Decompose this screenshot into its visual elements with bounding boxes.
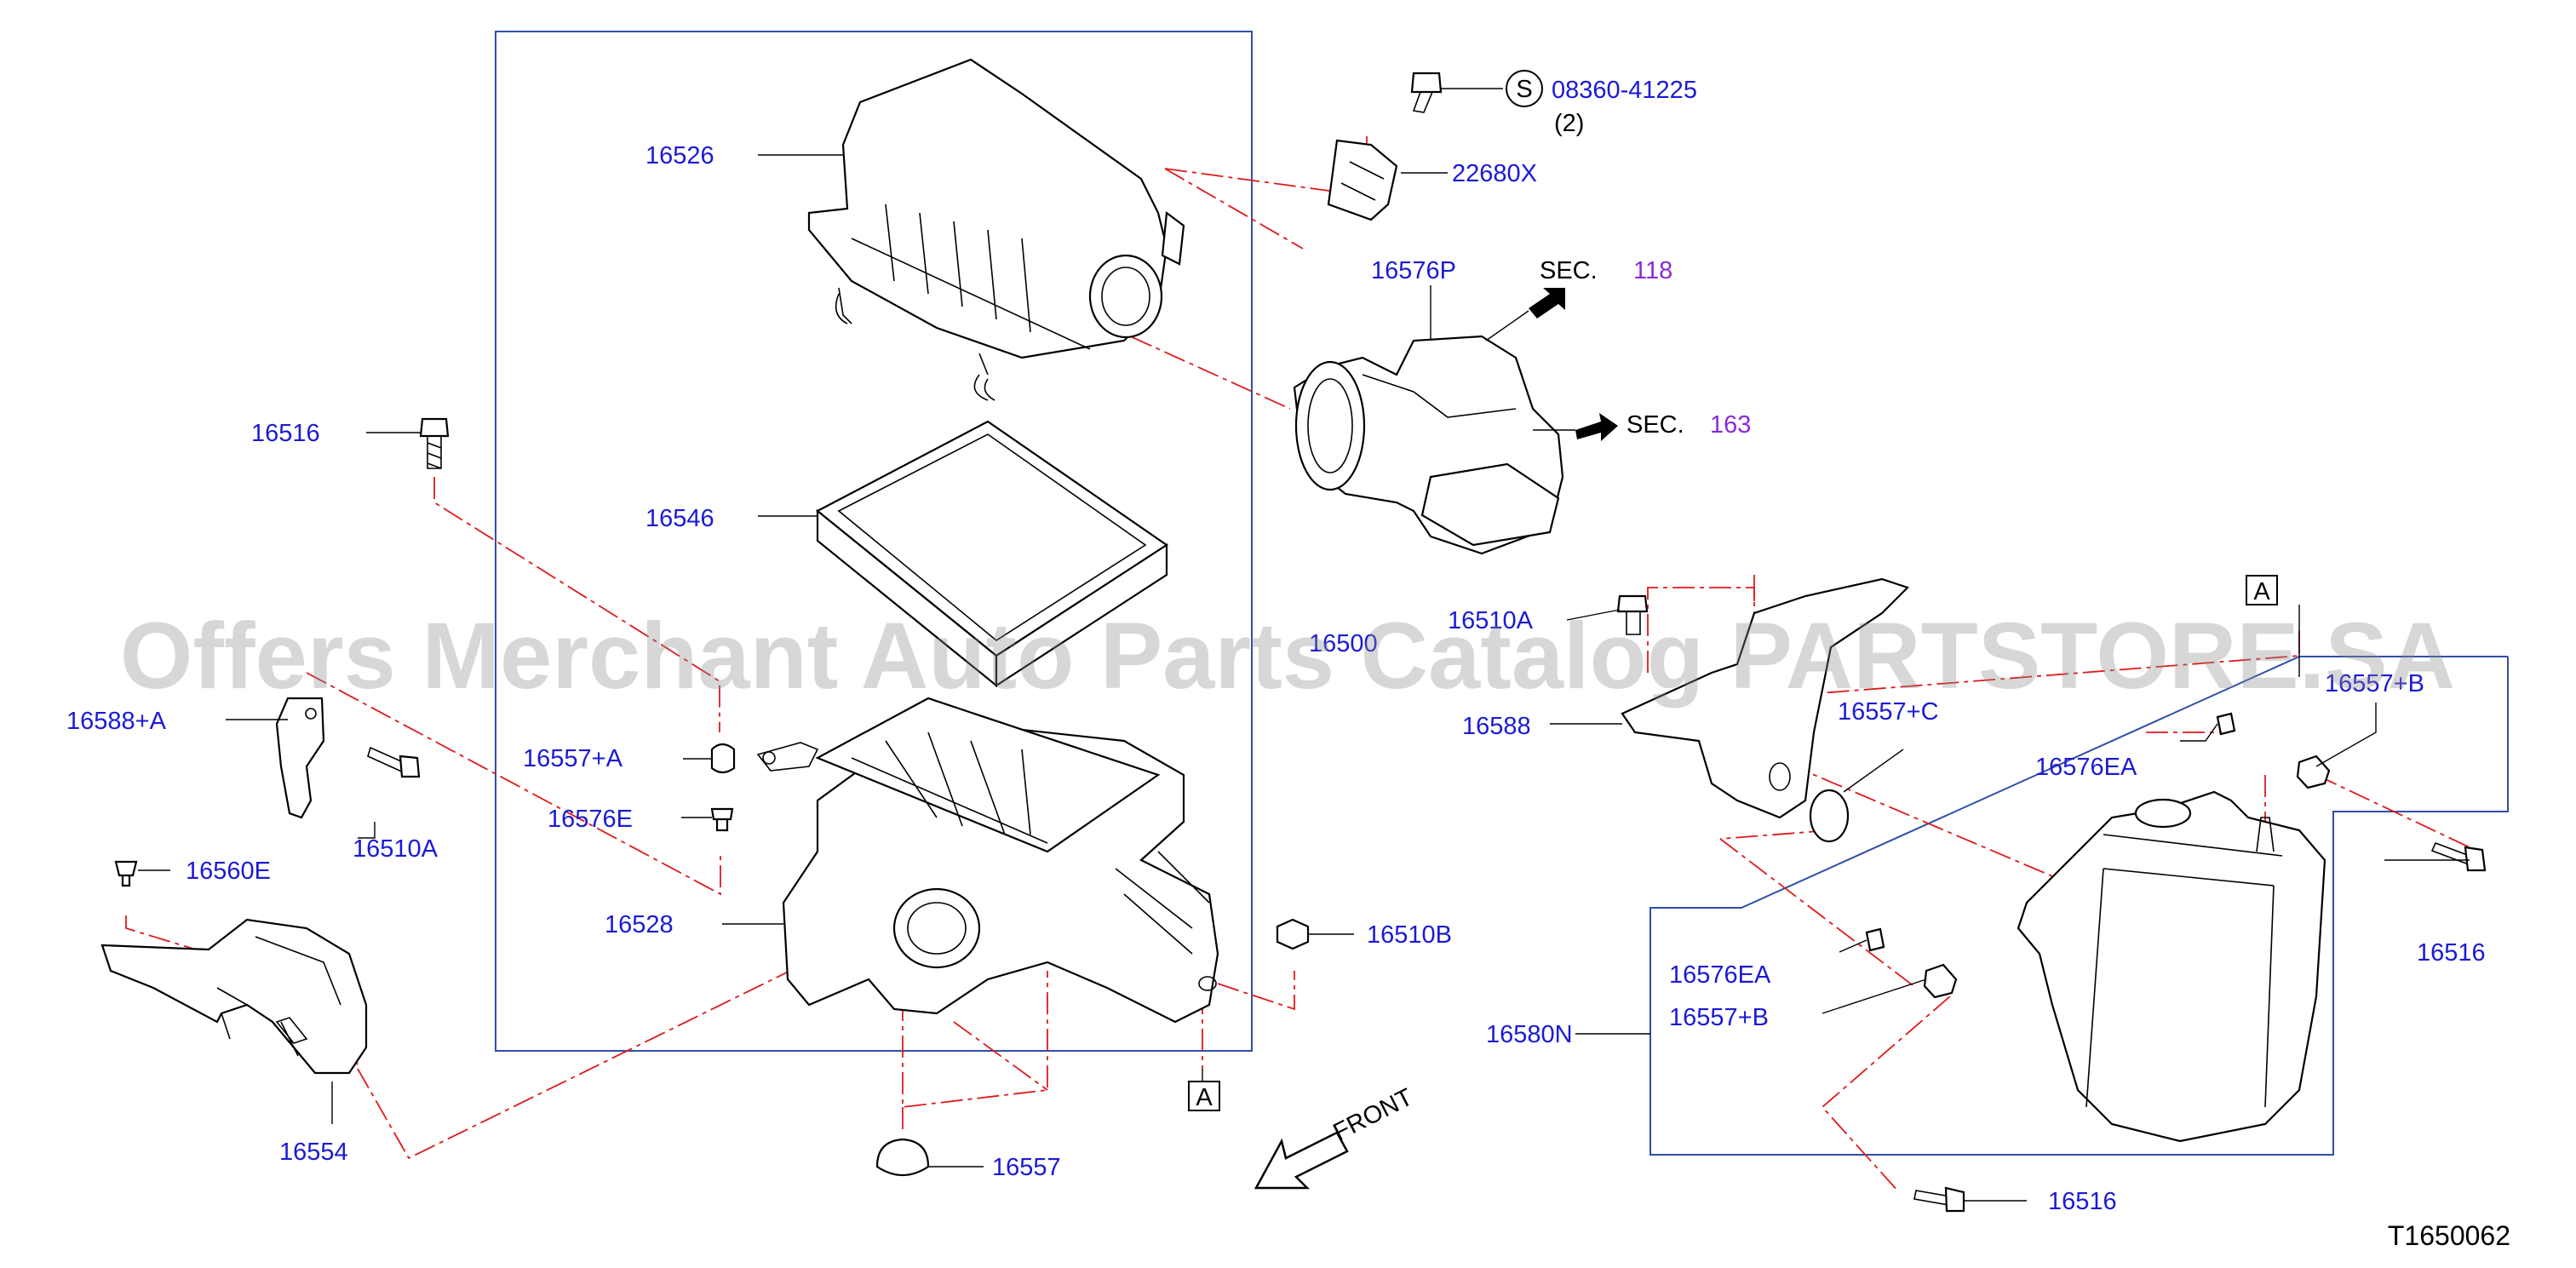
part-16526-upper-cover: [807, 58, 1185, 401]
part-16580N-resonator: [2017, 790, 2326, 1143]
label-16576P: 16576P: [1371, 257, 1456, 284]
label-16516-bottom: 16516: [2048, 1188, 2117, 1215]
label-16516-left: 16516: [251, 420, 320, 447]
label-16528: 16528: [605, 911, 674, 938]
part-16576E-pin: [710, 807, 734, 832]
watermark: Offers Merchant Auto Parts Catalog PARTS…: [120, 604, 2455, 709]
part-16588-bracket: [1621, 577, 1910, 819]
label-16510A-left: 16510A: [353, 835, 439, 863]
part-16557C-grommet: [1809, 789, 1850, 843]
arrow-sec163: [1575, 413, 1618, 441]
part-16510A-bolt-right: [1616, 594, 1649, 635]
label-sec-118-number: 118: [1633, 257, 1672, 284]
label-16557A: 16557+A: [523, 745, 623, 772]
assembly-frame: [495, 31, 1253, 1052]
part-16510B-nut: [1276, 918, 1310, 950]
front-label: FRONT: [1329, 1083, 1418, 1146]
bracket-hole-b: [1769, 762, 1791, 791]
label-16557B-top: 16557+B: [2325, 670, 2424, 697]
label-16526: 16526: [645, 142, 714, 169]
label-16580N: 16580N: [1486, 1021, 1573, 1048]
callout-a-box-left: [1188, 1081, 1220, 1111]
part-16588A-bracket: [275, 697, 325, 819]
part-16516-bolt-right: [2430, 841, 2487, 872]
clip-lower: [973, 374, 989, 401]
part-16576EA-pin-top: [2216, 712, 2236, 736]
label-16576E: 16576E: [548, 806, 633, 833]
label-16576EA-bottom: 16576EA: [1669, 961, 1771, 989]
label-16557C: 16557+C: [1838, 698, 1939, 726]
label-16510B: 16510B: [1367, 921, 1452, 949]
label-qty-2: (2): [1554, 110, 1584, 137]
callout-a-right: A: [2253, 578, 2270, 605]
part-labels: 16526 08360-41225 (2) 22680X 16576P SEC.…: [66, 77, 2486, 1215]
label-16588A: 16588+A: [66, 708, 167, 735]
part-16557A-grommet: [710, 743, 736, 774]
bracket-hole-a: [305, 708, 317, 720]
figure-code: T1650062: [2388, 1220, 2510, 1251]
part-16576P-inlet-tube: [1293, 335, 1564, 555]
part-08360-bolt: [1410, 72, 1443, 113]
std-part-letter: S: [1516, 76, 1532, 103]
leader-lines: [138, 88, 2470, 1202]
part-16546-filter-element: [816, 420, 1168, 688]
label-sec-118: SEC.: [1540, 257, 1598, 284]
front-arrow: [1254, 1131, 1349, 1190]
part-16560E-clip: [114, 860, 138, 887]
bracket-hole: [762, 751, 776, 765]
label-16546: 16546: [645, 505, 714, 532]
label-16557B-bottom: 16557+B: [1669, 1004, 1769, 1031]
label-16557: 16557: [992, 1154, 1061, 1181]
label-sec-163: SEC.: [1626, 411, 1684, 439]
arrow-sec118: [1529, 288, 1565, 318]
part-16528-lower-case: [782, 697, 1219, 1024]
callout-a-box-right: [2246, 575, 2278, 605]
part-16557B-grommet-bottom: [1923, 963, 1958, 999]
resonator-frame: [1649, 656, 2509, 1156]
part-16510A-bolt-left: [367, 746, 421, 778]
label-sec-163-number: 163: [1710, 411, 1751, 439]
label-16560E: 16560E: [186, 858, 271, 885]
clip-upper: [835, 293, 848, 324]
part-16557B-grommet-top: [2296, 754, 2331, 789]
part-22680X-maf-sensor: [1327, 139, 1398, 221]
label-16510A-right: 16510A: [1448, 607, 1534, 634]
part-16576EA-pin-bottom: [1865, 927, 1885, 952]
part-16516-bolt-left: [419, 417, 450, 469]
label-16588: 16588: [1462, 713, 1531, 740]
part-16554-air-duct: [100, 918, 368, 1075]
label-16500: 16500: [1309, 630, 1378, 657]
part-16516-bolt-bottom: [1913, 1186, 1965, 1213]
callout-a-left: A: [1196, 1084, 1213, 1111]
label-22680X: 22680X: [1452, 160, 1537, 187]
part-16557-grommet: [875, 1138, 930, 1176]
label-16576EA-top: 16576EA: [2035, 754, 2137, 781]
std-part-symbol: [1506, 70, 1543, 107]
bracket-hook: [756, 742, 819, 772]
label-16516-right: 16516: [2417, 939, 2486, 967]
label-16554: 16554: [279, 1139, 348, 1166]
label-08360-41225: 08360-41225: [1552, 77, 1697, 104]
